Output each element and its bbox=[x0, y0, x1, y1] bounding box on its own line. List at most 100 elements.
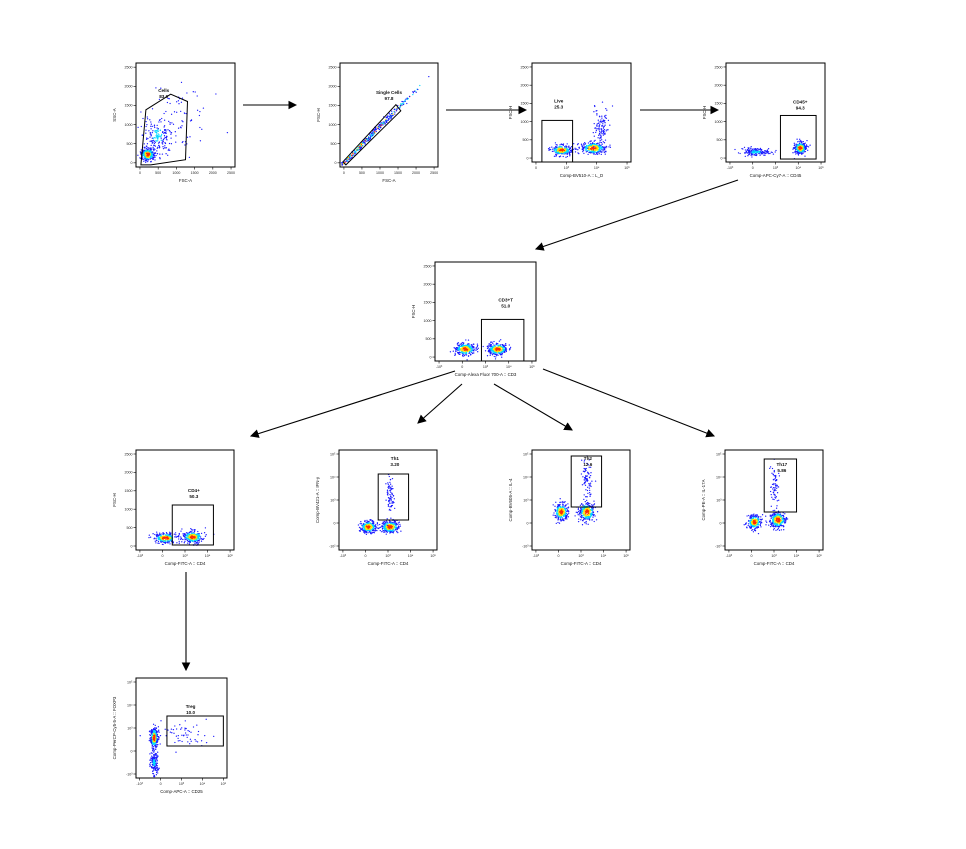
event-dot bbox=[375, 128, 377, 130]
event-dot bbox=[568, 153, 571, 155]
gate-cd45[interactable] bbox=[779, 114, 817, 160]
gate-percent-label: 50.3 bbox=[189, 494, 198, 499]
event-dot bbox=[152, 148, 155, 151]
event-dot bbox=[161, 133, 163, 136]
event-dot bbox=[499, 347, 501, 350]
gate-cells[interactable] bbox=[140, 93, 189, 166]
event-dot bbox=[596, 123, 598, 125]
event-dot bbox=[582, 149, 584, 151]
event-dot bbox=[585, 496, 587, 498]
x-tick-label: 10⁴ bbox=[795, 166, 801, 170]
event-dot bbox=[455, 348, 457, 351]
event-dot bbox=[162, 147, 165, 150]
gate-live[interactable] bbox=[541, 119, 574, 163]
event-dot bbox=[385, 121, 388, 123]
event-dot bbox=[750, 153, 752, 155]
event-dot bbox=[557, 521, 559, 524]
event-dot bbox=[157, 542, 159, 544]
event-dot bbox=[400, 530, 402, 532]
x-tick-label: 0 bbox=[752, 166, 754, 170]
event-dot bbox=[388, 528, 390, 531]
event-dot bbox=[366, 519, 368, 522]
event-dot bbox=[412, 91, 414, 93]
event-dot bbox=[598, 149, 601, 152]
event-dot bbox=[583, 509, 585, 511]
event-dot bbox=[378, 527, 380, 529]
event-dot bbox=[150, 121, 152, 123]
event-dot bbox=[158, 119, 161, 121]
event-dot bbox=[170, 137, 172, 139]
event-dot bbox=[756, 514, 758, 516]
event-dot bbox=[475, 349, 477, 351]
event-dot bbox=[799, 144, 801, 146]
event-dot bbox=[557, 153, 559, 155]
event-dot bbox=[393, 530, 395, 532]
y-tick-label: 2500 bbox=[125, 452, 133, 456]
x-tick-label: 2000 bbox=[412, 171, 420, 175]
event-dot bbox=[460, 342, 463, 344]
event-dot bbox=[161, 117, 163, 120]
event-dot bbox=[756, 526, 758, 529]
x-axis-label: FSC-A bbox=[179, 178, 192, 183]
event-dot bbox=[378, 128, 381, 131]
event-dot bbox=[582, 143, 585, 145]
event-dot bbox=[606, 129, 608, 131]
event-dot bbox=[797, 149, 799, 151]
event-dot bbox=[191, 532, 193, 534]
event-dot bbox=[562, 155, 564, 158]
event-dot bbox=[592, 151, 594, 153]
event-dot bbox=[392, 521, 394, 524]
event-dot bbox=[153, 149, 155, 152]
event-dot bbox=[387, 482, 389, 484]
event-dot bbox=[148, 147, 150, 149]
event-dot bbox=[578, 512, 581, 515]
event-dot bbox=[744, 155, 746, 158]
event-dot bbox=[567, 146, 570, 148]
event-dot bbox=[151, 137, 153, 139]
event-dot bbox=[140, 111, 142, 113]
event-dot bbox=[603, 147, 605, 150]
event-dot bbox=[154, 540, 156, 542]
event-dot bbox=[495, 353, 497, 356]
event-dot bbox=[760, 518, 763, 521]
event-dot bbox=[746, 526, 748, 528]
event-dot bbox=[386, 116, 388, 118]
event-dot bbox=[390, 498, 392, 500]
gate-single[interactable] bbox=[342, 103, 402, 166]
event-dot bbox=[580, 511, 582, 513]
event-dot bbox=[198, 532, 200, 535]
plot-frame bbox=[338, 449, 438, 551]
event-dot bbox=[599, 141, 601, 143]
gate-name-label: Th1 bbox=[391, 456, 400, 461]
event-dot bbox=[458, 345, 460, 347]
event-dot bbox=[757, 149, 759, 152]
event-dot bbox=[156, 534, 158, 537]
event-dot bbox=[588, 517, 590, 519]
event-dot bbox=[353, 151, 356, 153]
event-dot bbox=[145, 125, 147, 128]
event-dot bbox=[800, 144, 802, 147]
event-dot bbox=[159, 538, 161, 540]
event-dot bbox=[564, 151, 566, 153]
event-dot bbox=[807, 146, 810, 148]
event-dot bbox=[490, 341, 492, 343]
event-dot bbox=[150, 123, 152, 125]
event-dot bbox=[389, 500, 391, 502]
event-dot bbox=[385, 524, 387, 526]
event-dot bbox=[406, 97, 408, 99]
event-dot bbox=[599, 134, 602, 136]
event-dot bbox=[182, 140, 184, 143]
event-dot bbox=[392, 524, 394, 526]
event-dot bbox=[163, 537, 165, 539]
event-dot bbox=[766, 150, 769, 153]
event-dot bbox=[155, 87, 157, 89]
event-dot bbox=[759, 522, 762, 524]
event-dot bbox=[762, 152, 765, 154]
event-dot bbox=[366, 138, 369, 141]
event-dot bbox=[428, 75, 430, 78]
event-dot bbox=[768, 152, 770, 155]
x-tick-label: 10³ bbox=[483, 365, 489, 369]
event-dot bbox=[555, 146, 558, 148]
event-dot bbox=[561, 146, 563, 148]
